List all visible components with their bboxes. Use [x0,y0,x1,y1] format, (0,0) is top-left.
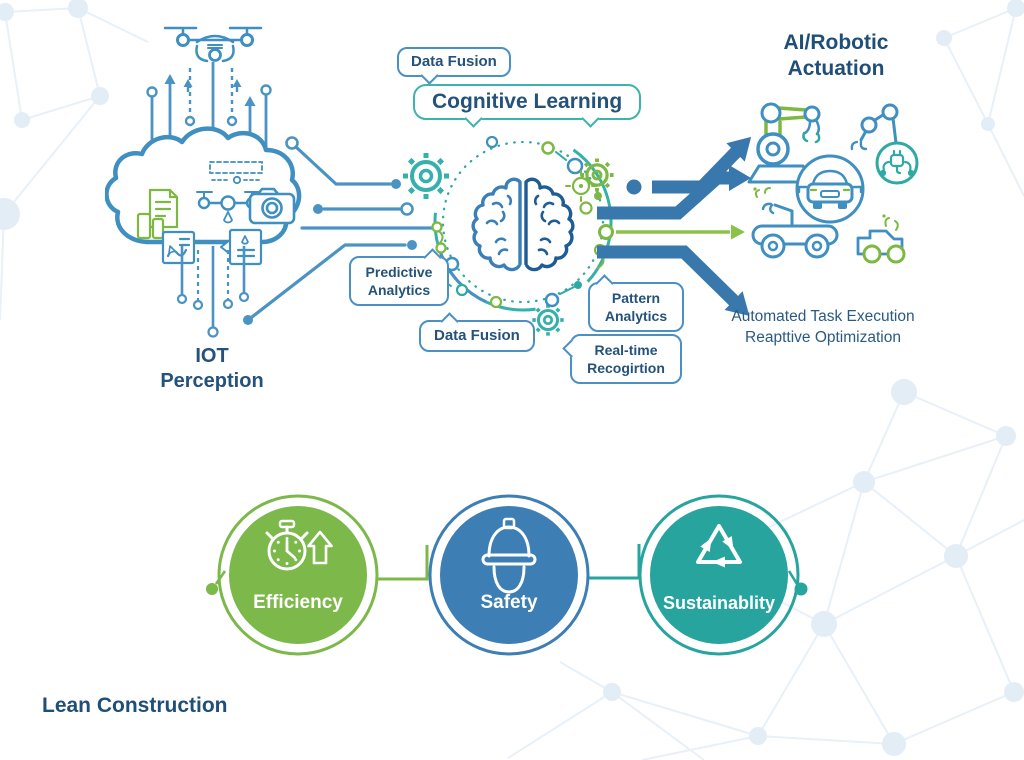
truck-icon [856,214,906,264]
realtime-recognition-bubble: Real-time Recogirtion [562,334,682,384]
ai-robotic-actuation-title: AI/Robotic Actuation [748,30,924,82]
gear-icon [532,304,564,336]
efficiency-label: Efficiency [253,592,343,613]
bubble-label-line1: Real-time [594,342,658,358]
mini-drone-icon [196,161,263,224]
gear-icon [403,153,449,199]
report-drop-icon [220,228,263,266]
sustainability-circle [650,506,788,644]
title-line2: Perception [160,370,264,392]
title-line2: Actuation [787,57,885,80]
rover-icon [751,187,839,259]
iot-perception-title: IOT Perception [132,344,292,394]
brain-icon [471,177,575,272]
bubble-tail [562,339,581,358]
drone-icon [163,26,263,63]
safety-circle [440,506,578,644]
bubble-label-line2: Analytics [604,308,668,324]
caption-line2: Reapttive Optimization [745,329,901,346]
downlink-lines [176,246,250,338]
robot-arm-plug-icon [850,103,919,185]
data-fusion-bottom-bubble: Data Fusion [419,312,535,352]
up-arrow-icon [307,530,333,565]
bubble-label-line2: Recogirtion [587,360,665,376]
title-line1: IOT [195,345,229,367]
gripper-icon [802,118,821,144]
hard-hat-icon [481,517,537,594]
uplink-lines [146,62,272,152]
predictive-analytics-bubble: Predictive Analytics [349,248,449,306]
report-pen-icon [161,230,196,265]
bubble-label-line1: Pattern [611,290,661,306]
plug-icon [879,149,915,177]
bubble-label-line2: Analytics [367,282,431,298]
iot-cloud-cluster [105,126,302,338]
sustainability-label: Sustainablity [662,593,776,613]
stopwatch-icon [265,519,309,571]
cognitive-learning-bubble: Cognitive Learning [413,84,642,128]
efficiency-circle [229,506,367,644]
cloud-icon [105,126,302,245]
safety-label: Safety [480,592,538,613]
bubble-label: Data Fusion [434,327,520,344]
title-line1: AI/Robotic [783,31,889,54]
ring-nodes [431,135,607,309]
bubble-label-line1: Predictive [365,264,433,280]
car-icon [795,154,865,224]
bubble-label: Data Fusion [411,53,497,70]
pillars [206,494,808,656]
robot-arm-icon [747,102,821,184]
gear-icon [580,158,614,192]
camera-icon [248,187,296,225]
bubble-label: Cognitive Learning [432,90,623,113]
lean-construction-title: Lean Construction [42,694,228,717]
pattern-analytics-bubble: Pattern Analytics [588,274,684,332]
robotics-cluster [747,102,919,264]
documents-icon [136,188,179,240]
data-fusion-top-bubble: Data Fusion [397,47,511,85]
caption-line1: Automated Task Execution [731,308,915,325]
actuation-caption: Automated Task Execution Reapttive Optim… [718,306,928,348]
recycle-icon [696,524,742,568]
